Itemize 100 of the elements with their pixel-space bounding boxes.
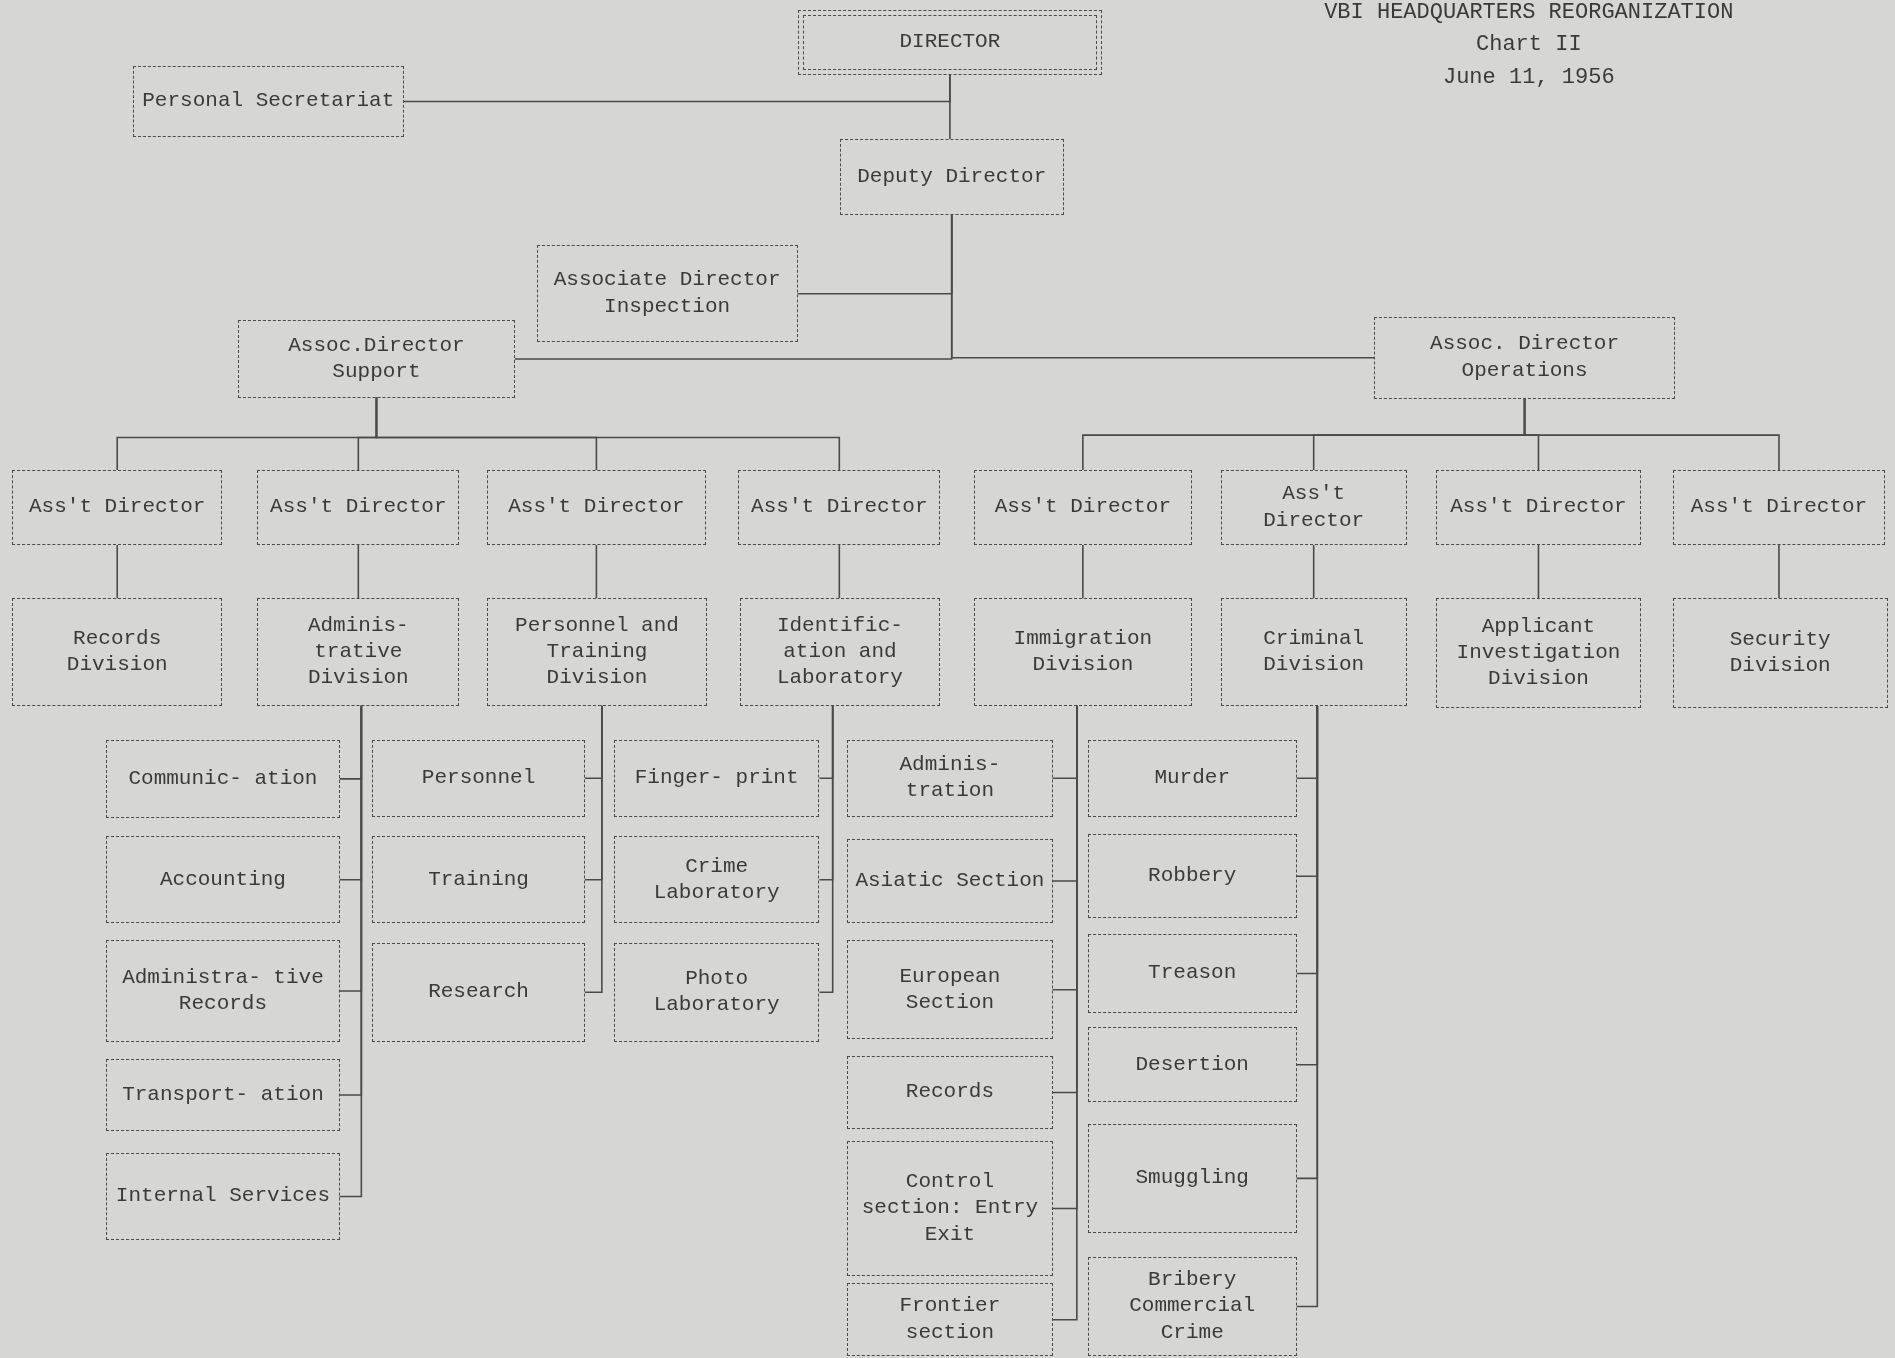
connector-line — [357, 544, 360, 600]
org-box — [847, 1140, 1053, 1277]
org-box — [372, 739, 585, 817]
box-label: Frontier section — [898, 1293, 1002, 1346]
connector-line — [595, 544, 598, 600]
box-label: Desertion — [1135, 1051, 1249, 1078]
box-label: Murder — [1154, 765, 1231, 792]
box-label: Accounting — [159, 866, 286, 893]
org-box — [106, 739, 340, 819]
connector-line — [838, 544, 841, 600]
box-label: Research — [428, 979, 529, 1006]
box-label: Ass't Director — [1450, 494, 1627, 521]
org-box — [1087, 1123, 1297, 1233]
org-box — [613, 739, 820, 817]
org-box — [974, 470, 1192, 546]
org-box — [847, 838, 1053, 924]
org-box — [839, 138, 1064, 216]
chart-title: VBI HEADQUARTERS REORGANIZATION — [1323, 0, 1735, 25]
org-box — [238, 320, 515, 398]
box-label: Asiatic Section — [855, 867, 1045, 894]
connector-line — [375, 396, 841, 471]
org-box — [132, 66, 404, 137]
box-label: Smuggling — [1135, 1165, 1249, 1192]
org-box — [536, 245, 798, 342]
org-box — [1087, 833, 1297, 919]
org-box — [1672, 598, 1888, 709]
connector-line — [950, 214, 1375, 359]
connector-line — [338, 705, 363, 1198]
connector-line — [1312, 544, 1315, 600]
org-box — [613, 942, 820, 1042]
box-label: Records — [905, 1079, 994, 1106]
box-label: Ass't Director — [751, 494, 928, 521]
org-box — [1087, 1256, 1297, 1356]
box-label: Adminis- tration — [898, 752, 1002, 805]
org-box — [974, 598, 1192, 706]
org-box — [739, 598, 941, 706]
box-label: Bribery Commercial Crime — [1128, 1267, 1257, 1346]
org-box — [1672, 470, 1886, 546]
org-box — [487, 598, 707, 706]
connector-line — [1295, 705, 1319, 1308]
org-box — [847, 1056, 1053, 1129]
org-box — [847, 739, 1053, 817]
connector-line — [1778, 544, 1780, 600]
box-label: Records Division — [65, 625, 169, 678]
org-box — [1220, 470, 1407, 546]
org-box — [1435, 470, 1642, 546]
box-label: Immigration Division — [1012, 625, 1154, 678]
org-box — [257, 470, 460, 546]
box-label: Finger- print — [634, 765, 799, 792]
box-label: Ass't Director — [508, 494, 685, 521]
org-box — [613, 836, 820, 924]
box-label: Applicant Investigation Division — [1455, 613, 1622, 693]
box-label: Ass't Director — [1690, 494, 1868, 521]
org-box — [847, 1283, 1053, 1356]
box-label: Administra- tive Records — [121, 964, 325, 1017]
connector-line — [1051, 705, 1078, 1321]
box-label: Criminal Division — [1262, 625, 1366, 678]
box-label: Associate Director Inspection — [552, 267, 782, 320]
box-label: Ass't Director — [29, 494, 206, 521]
org-box — [738, 470, 941, 546]
box-label: Ass't Director — [270, 494, 447, 521]
box-label: Robbery — [1148, 863, 1237, 890]
box-label: Control section: Entry Exit — [860, 1169, 1040, 1248]
org-box — [372, 942, 585, 1042]
org-box — [487, 470, 706, 546]
org-box — [847, 940, 1053, 1040]
box-label: Assoc.Director Support — [287, 332, 466, 385]
box-label: Personnel and Training Division — [514, 612, 680, 692]
org-box — [106, 1058, 340, 1132]
org-box — [1374, 316, 1676, 399]
subtitle-text: Chart II — [1475, 32, 1583, 57]
box-label: Transport- ation — [122, 1081, 324, 1108]
box-label: Deputy Director — [857, 163, 1047, 190]
box-label: Security Division — [1728, 626, 1832, 680]
org-box — [1087, 1027, 1297, 1103]
org-box — [12, 470, 223, 546]
org-box — [1087, 934, 1297, 1013]
box-label: Identific- ation and Laboratory — [775, 612, 904, 692]
org-box — [1435, 598, 1642, 709]
box-label: Photo Laboratory — [652, 965, 781, 1019]
box-label: Ass't Director — [1262, 481, 1366, 534]
org-box — [106, 1152, 340, 1240]
org-box — [1087, 739, 1297, 817]
box-label: DIRECTOR — [899, 29, 1001, 56]
org-box — [106, 836, 340, 924]
connector-line — [1082, 544, 1084, 600]
connector-line — [949, 74, 951, 140]
box-label: Internal Services — [115, 1183, 331, 1210]
connector-line — [584, 705, 603, 993]
box-label: Communic- ation — [128, 765, 318, 792]
org-box — [1220, 598, 1407, 706]
connector-line — [116, 544, 119, 600]
box-label: Treason — [1148, 960, 1237, 987]
org-box — [257, 598, 460, 706]
box-label: Assoc. Director Operations — [1429, 331, 1621, 384]
double-bordered-box — [797, 9, 1103, 75]
box-label: European Section — [898, 963, 1002, 1016]
org-box — [106, 940, 340, 1042]
connector-line — [1523, 398, 1780, 471]
box-label: Personal Secretariat — [142, 88, 395, 115]
